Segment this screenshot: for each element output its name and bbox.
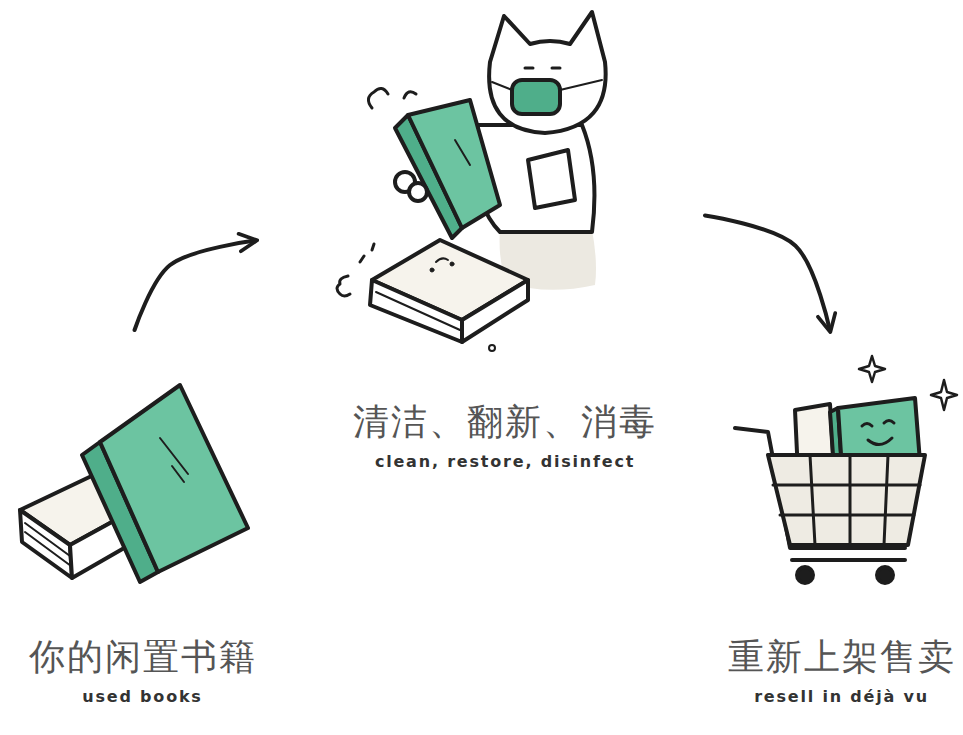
cart-figure-part [773,484,920,487]
used-books-figure-part [25,523,70,556]
cleaning-figure-part [462,280,528,342]
stage-node: 重新上架售卖 resell in déjà vu [725,330,958,715]
cleaning-figure-part [368,88,388,108]
cleaning-figure-part [552,67,560,70]
stage-node: 清洁、翻新、消毒 clean, restore, disinfect [255,60,705,480]
cart-figure-part [862,424,872,427]
cleaning-figure-part [450,262,454,266]
cart-figure-part [792,558,905,562]
cleaning-figure-part [489,12,606,133]
flow-arrow [135,241,255,330]
cart-figure-part [797,567,813,583]
cart-figure [735,356,957,583]
cleaning-figure-part [512,80,560,114]
cart-figure-part [768,455,925,545]
cleaning-figure-part [337,276,350,296]
flow-arrow [705,215,830,330]
stage-title: 重新上架售卖 [728,634,956,679]
cart-figure-part [877,567,893,583]
cart-figure-part [849,455,852,545]
cleaning-figure-part [404,92,416,98]
cleaning-figure-part [436,258,448,262]
cart-figure-part [931,380,957,410]
stage-node: 你的闲置书籍 used books [10,330,275,715]
cleaning-figure-part [492,82,512,90]
cleaning-figure-part [525,67,533,70]
stage-title: 清洁、翻新、消毒 [353,399,657,444]
cleaning-figure-part [360,256,364,262]
cleaning-figure-part [528,150,575,208]
stage-subtitle: resell in déjà vu [754,687,929,707]
cleaning-figure-part [489,345,495,351]
cart-figure-part [884,455,888,545]
cart-figure-part [859,356,885,382]
used-books-figure [20,385,248,582]
used-books-figure-part [172,466,184,482]
cleaning-figure-part [376,292,460,330]
cleaning-figure-part [409,183,427,201]
used-books-figure-part [100,385,248,572]
cleaning-figure-part [408,100,500,228]
cart-figure-part [868,438,892,445]
cart-figure-part [780,514,914,517]
stage-subtitle: used books [82,687,202,707]
used-books-figure-part [25,532,71,566]
stage-title: 你的闲置书籍 [29,634,257,679]
cart-figure-part [810,455,815,545]
cleaning-figure-part [430,268,434,272]
stage-subtitle: clean, restore, disinfect [375,452,635,472]
cart-figure-part [884,421,894,424]
cleaning-figure-part [372,244,374,250]
cleaning-figure-part [370,280,462,342]
cleaning-figure-part [455,140,470,165]
cleaning-figure-part [560,80,602,90]
cleaning-figure [337,12,606,351]
used-books-figure-part [20,510,72,578]
